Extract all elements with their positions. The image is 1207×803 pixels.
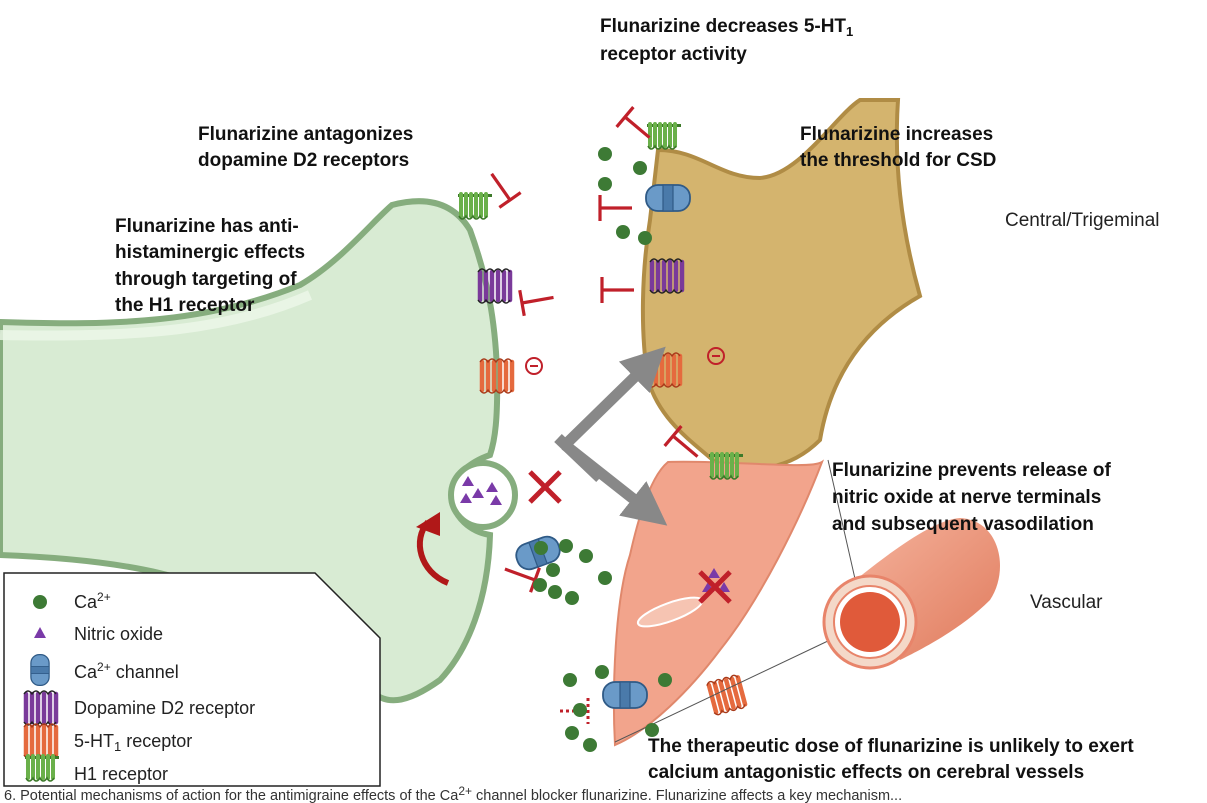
synaptic-vesicle	[448, 460, 518, 530]
calcium-ions	[533, 147, 672, 752]
label-h1-line2: histaminergic effects	[115, 242, 305, 263]
legend-h1-text: H1 receptor	[74, 764, 168, 784]
label-therapeutic-line1: The therapeutic dose of flunarizine is u…	[648, 736, 1134, 757]
blood-vessel	[822, 518, 1000, 670]
postsynaptic-h1-receptor	[645, 122, 683, 151]
label-no-line3: and subsequent vasodilation	[832, 514, 1094, 535]
figure-caption: 6. Potential mechanisms of action for th…	[4, 784, 902, 803]
legend-ht1-text: 5-HT1 receptor	[74, 731, 192, 754]
label-therapeutic-line2: calcium antagonistic effects on cerebral…	[648, 762, 1084, 783]
recycling-arrowhead	[416, 512, 440, 536]
vesicle-block-cross	[528, 470, 562, 504]
presynaptic-h1-receptor	[456, 192, 494, 221]
legend-d2-text: Dopamine D2 receptor	[74, 698, 255, 718]
label-no-line2: nitric oxide at nerve terminals	[832, 487, 1101, 508]
neuron-axon-highlight	[0, 290, 313, 341]
label-h1-line4: the H1 receptor	[115, 295, 255, 316]
arrow-to-vascular	[561, 440, 668, 526]
legend-calcium-icon	[33, 595, 47, 609]
label-ht1-line1: Flunarizine decreases 5-HT1	[600, 16, 853, 39]
legend-channel-icon	[30, 653, 50, 687]
legend-nitric-oxide-text: Nitric oxide	[74, 624, 163, 644]
label-d2-line2: dopamine D2 receptors	[198, 150, 409, 171]
vesicle-nitric-oxide	[460, 476, 502, 505]
label-csd-line1: Flunarizine increases	[800, 124, 993, 145]
presynaptic-minus-sign	[525, 357, 543, 375]
label-d2-line1: Flunarizine antagonizes	[198, 124, 413, 145]
label-ht1-line2: receptor activity	[600, 44, 747, 65]
legend-channel-text: Ca2+ channel	[74, 660, 179, 682]
vascular-ca-channel	[602, 681, 648, 709]
label-csd-line2: the threshold for CSD	[800, 150, 996, 171]
region-central: Central/Trigeminal	[1005, 210, 1160, 231]
postsynaptic-minus-sign	[707, 347, 725, 365]
region-vascular: Vascular	[1030, 592, 1103, 613]
vascular-ht1-receptor	[706, 674, 746, 715]
legend-calcium-text: Ca2+	[74, 590, 111, 612]
postsynaptic-ca-channel	[645, 184, 691, 212]
label-h1-line3: through targeting of	[115, 269, 297, 290]
postsynaptic-terminal	[640, 98, 923, 471]
legend-box	[3, 572, 381, 787]
label-ht1-sub: 1	[846, 24, 853, 39]
label-ht1-text: Flunarizine decreases 5-HT	[600, 16, 846, 37]
label-no-line1: Flunarizine prevents release of	[832, 460, 1111, 481]
arrow-to-central-stem	[561, 346, 666, 449]
no-block-cross	[698, 570, 732, 604]
legend-nitric-oxide-icon	[34, 627, 46, 638]
label-h1-line1: Flunarizine has anti-	[115, 216, 299, 237]
